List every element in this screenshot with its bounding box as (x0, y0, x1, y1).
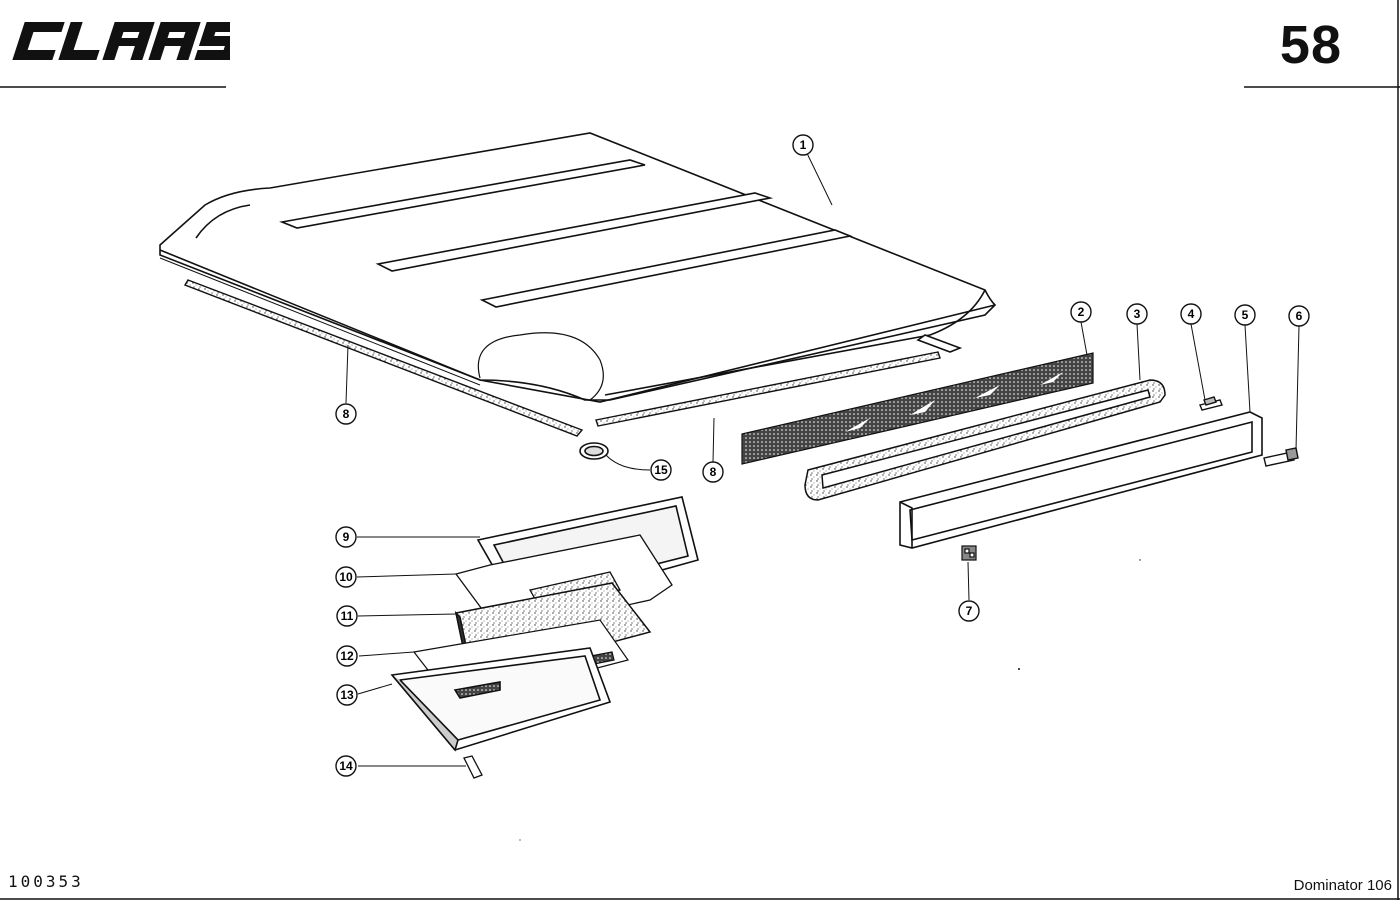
svg-text:8: 8 (343, 407, 350, 421)
window-frame (899, 411, 1263, 549)
svg-text:13: 13 (340, 688, 354, 702)
roof-panel (159, 132, 997, 403)
svg-text:15: 15 (654, 463, 668, 477)
svg-text:10: 10 (339, 570, 353, 584)
svg-text:12: 12 (340, 649, 354, 663)
callout-13: 13 (336, 684, 358, 706)
callout-1: 1 (792, 134, 814, 156)
callout-5: 5 (1234, 304, 1256, 326)
callout-12: 12 (336, 645, 358, 667)
svg-text:14: 14 (339, 759, 353, 773)
callouts: 1 2 3 4 5 6 7 (335, 134, 1310, 777)
gasket-frame (804, 379, 1166, 501)
clip-part (1199, 396, 1223, 411)
svg-text:8: 8 (710, 465, 717, 479)
callout-7: 7 (958, 600, 980, 622)
seal-strip-left (183, 279, 584, 437)
filter-tray (390, 647, 612, 752)
model-name: Dominator 106 (1293, 877, 1392, 894)
svg-text:7: 7 (966, 604, 973, 618)
clip-small (463, 755, 483, 779)
seal-strip-front (595, 351, 941, 427)
fastener-part (961, 545, 977, 561)
callout-6: 6 (1288, 305, 1310, 327)
callout-4: 4 (1180, 303, 1202, 325)
document-code: 100353 (8, 872, 84, 891)
callout-10: 10 (335, 566, 357, 588)
claas-logo (12, 22, 230, 60)
svg-text:3: 3 (1134, 307, 1141, 321)
grommet (579, 442, 609, 460)
callout-3: 3 (1126, 303, 1148, 325)
callout-14: 14 (335, 755, 357, 777)
bracket-part (1263, 447, 1299, 467)
svg-text:6: 6 (1296, 309, 1303, 323)
callout-8-front: 8 (702, 461, 724, 483)
svg-text:5: 5 (1242, 308, 1249, 322)
svg-text:9: 9 (343, 530, 350, 544)
page-number: 58 (1279, 15, 1342, 75)
callout-2: 2 (1070, 301, 1092, 323)
scan-specks (519, 559, 1141, 841)
svg-text:1: 1 (800, 138, 807, 152)
callout-11: 11 (336, 605, 358, 627)
callout-8-left: 8 (335, 403, 357, 425)
callout-9: 9 (335, 526, 357, 548)
svg-text:4: 4 (1188, 307, 1195, 321)
mesh-screen (741, 352, 1094, 465)
leader-lines (345, 144, 1300, 767)
callout-15: 15 (650, 459, 672, 481)
svg-text:11: 11 (341, 609, 354, 623)
svg-text:2: 2 (1078, 305, 1085, 319)
